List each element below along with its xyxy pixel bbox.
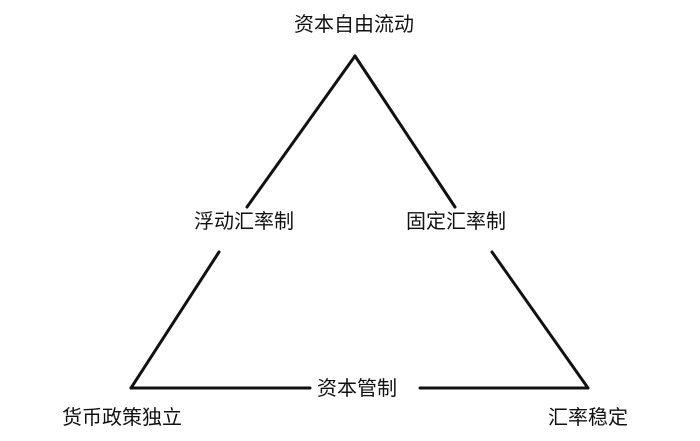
vertex-label-exchange-rate-stability: 汇率稳定 bbox=[548, 405, 628, 429]
vertex-label-monetary-independence: 货币政策独立 bbox=[62, 405, 182, 429]
right-edge-line-upper bbox=[353, 54, 457, 209]
right-edge-line-lower bbox=[490, 250, 590, 390]
left-edge-line-upper bbox=[245, 54, 357, 209]
edge-label-floating-exchange-rate: 浮动汇率制 bbox=[190, 209, 298, 233]
left-edge-line-lower bbox=[129, 250, 221, 390]
edge-label-capital-controls: 资本管制 bbox=[313, 376, 401, 400]
vertex-label-capital-mobility: 资本自由流动 bbox=[294, 12, 414, 36]
edge-label-fixed-exchange-rate: 固定汇率制 bbox=[402, 209, 510, 233]
